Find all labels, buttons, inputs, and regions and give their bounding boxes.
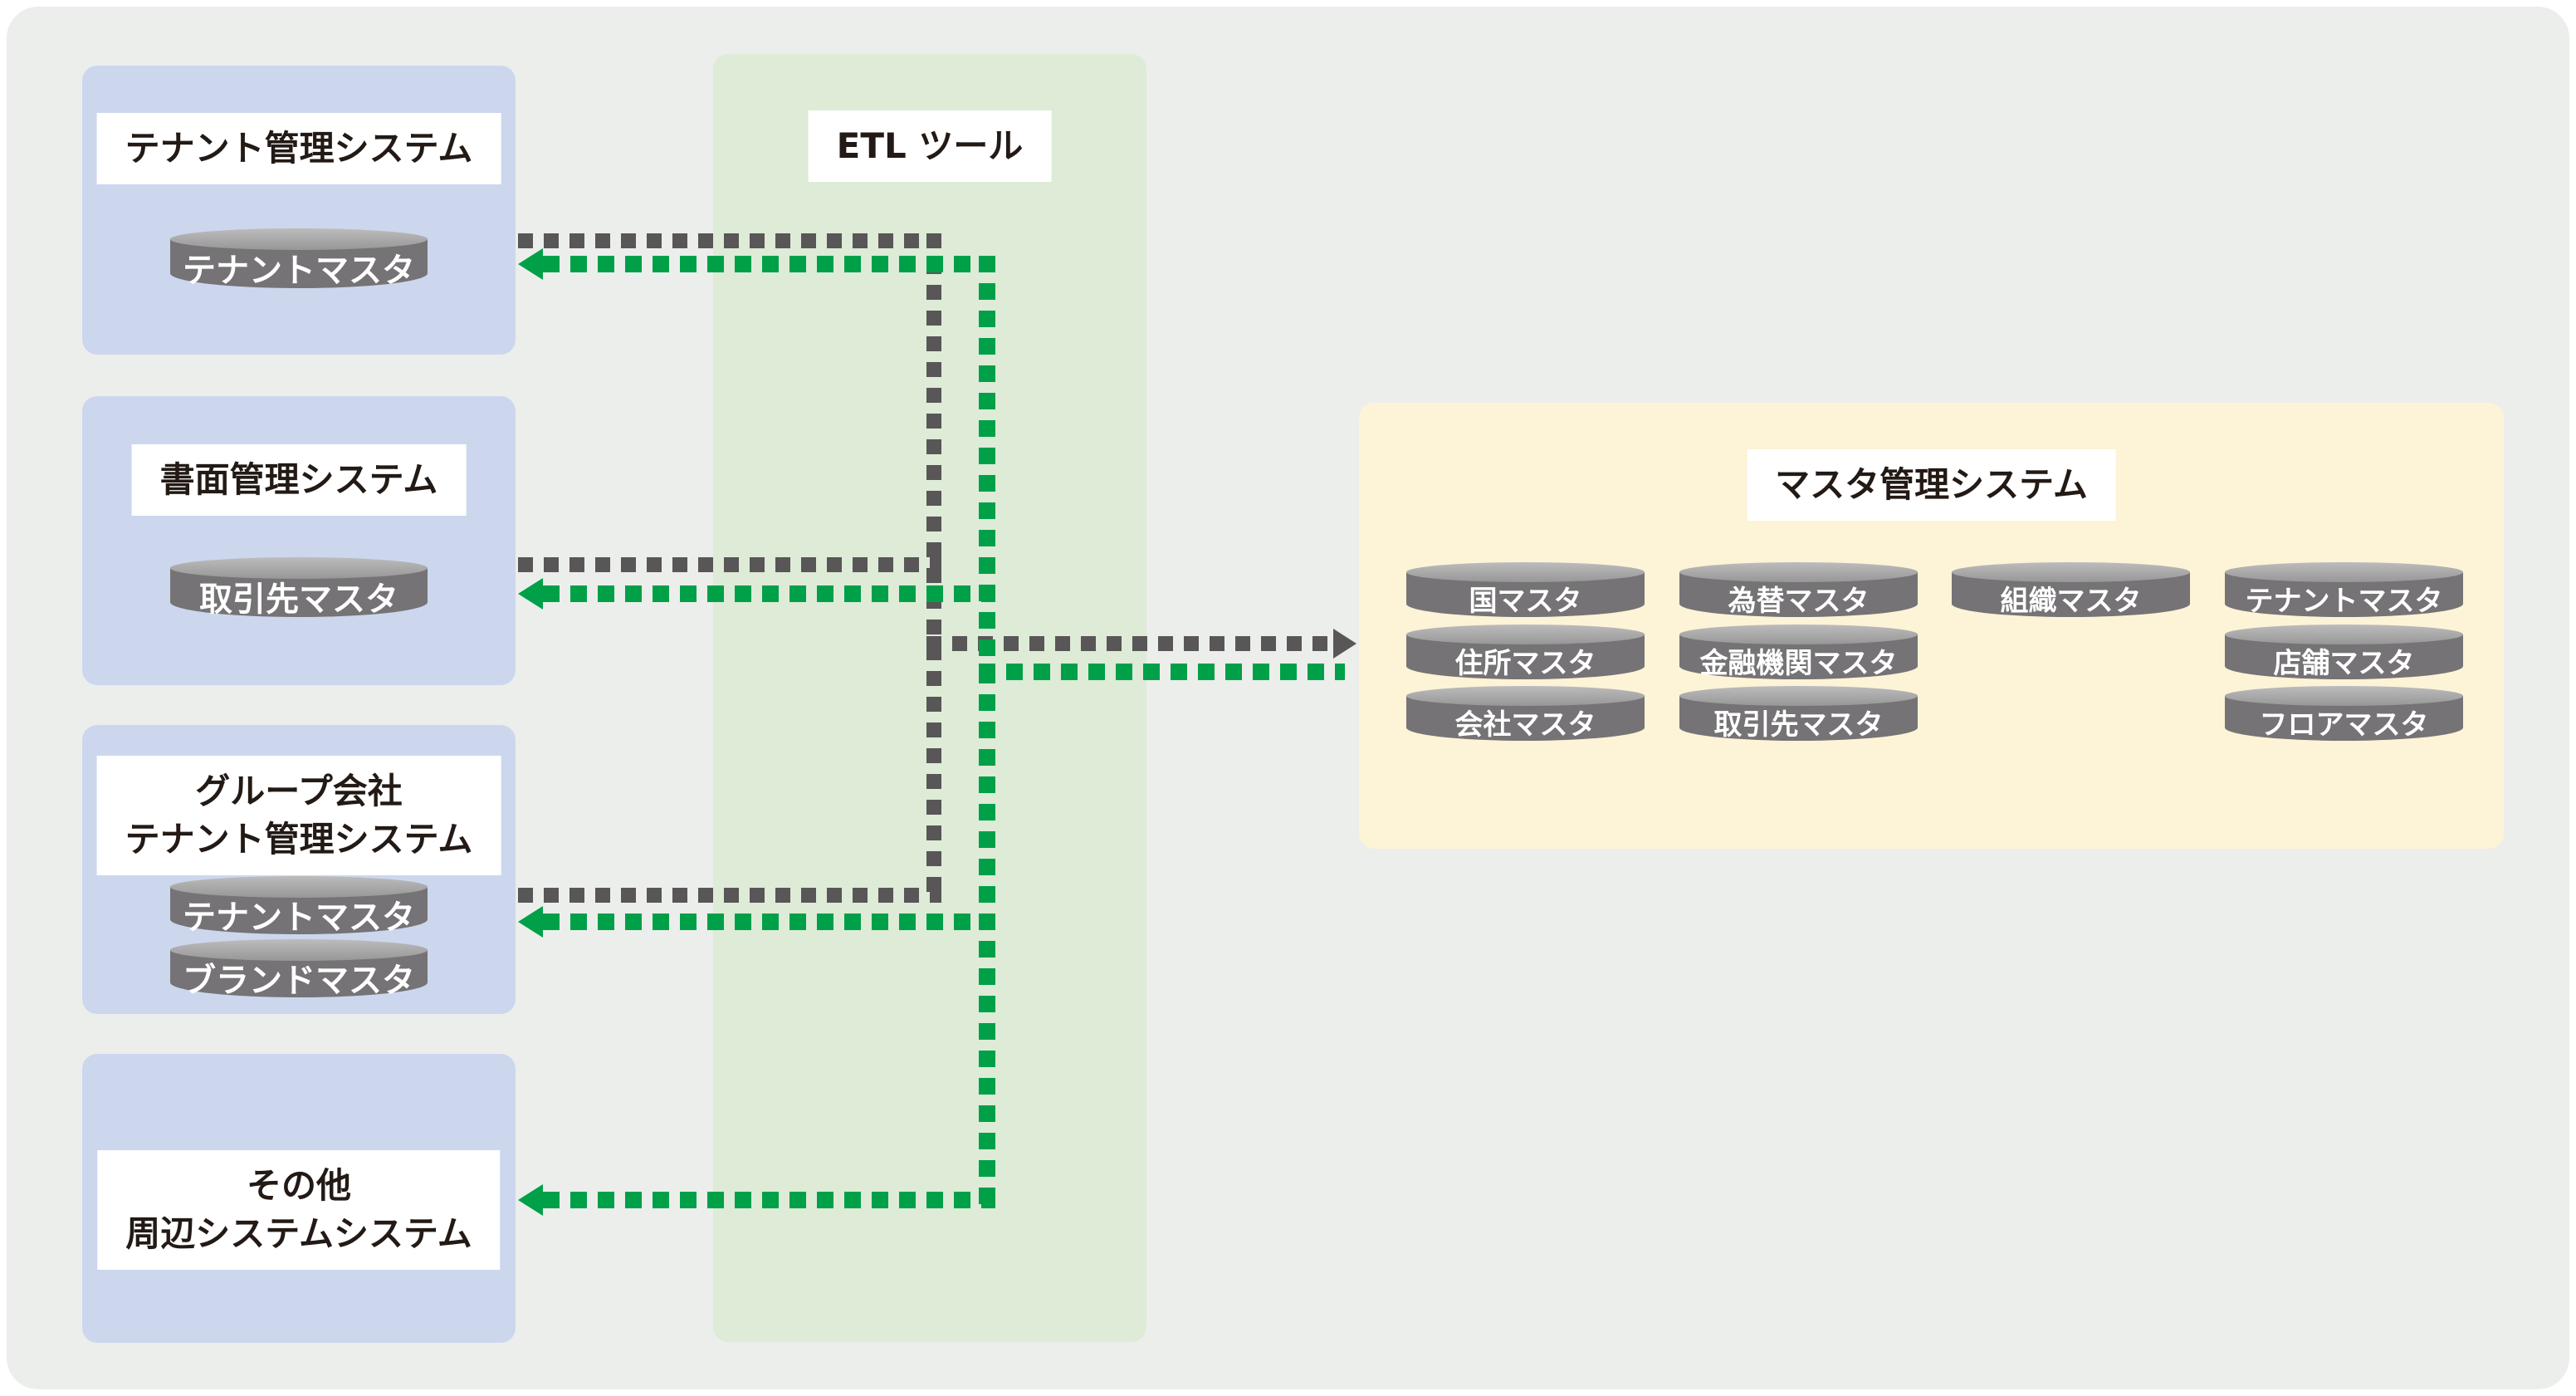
cylinder-label: 取引先マスタ — [1713, 708, 1884, 742]
db-cylinder: 住所マスタ — [1406, 625, 1645, 680]
green-arrowhead-into-group — [518, 906, 543, 938]
cylinder-top — [2225, 625, 2463, 644]
green-flow-line-tenant — [543, 256, 995, 272]
green-flow-line-document — [543, 585, 995, 602]
db-cylinder: テナントマスタ — [170, 876, 428, 937]
cylinder-label: テナントマスタ — [183, 899, 415, 937]
cylinder-top — [1406, 562, 1645, 582]
db-cylinder: 組織マスタ — [1952, 562, 2190, 618]
cylinder-label: 組織マスタ — [2000, 584, 2142, 618]
cylinder-label: ブランドマスタ — [183, 962, 415, 1000]
cylinder-top — [1406, 686, 1645, 706]
db-cylinder: 店舗マスタ — [2225, 625, 2463, 680]
gray-flow-trunk — [926, 233, 941, 903]
title-line: 書面管理システム — [159, 459, 438, 500]
gray-flow-line-tenant — [518, 233, 941, 248]
cylinder-top — [170, 939, 428, 961]
green-flow-line-group — [543, 914, 995, 930]
green-flow-trunk — [979, 256, 995, 1208]
cylinder-top — [1679, 625, 1918, 644]
cylinder-top — [1679, 562, 1918, 582]
db-cylinder: 金融機関マスタ — [1679, 625, 1918, 680]
etl-tool-title: ETL ツール — [808, 110, 1052, 182]
cylinder-label: 取引先マスタ — [199, 580, 398, 619]
source-box-other-systems: その他 周辺システムシステム — [82, 1054, 516, 1343]
source-box-group-tenant-management: グループ会社 テナント管理システム テナントマスタ ブランドマスタ — [82, 725, 516, 1014]
diagram-canvas: テナント管理システム テナントマスタ 書面管理システム 取引先マスタ グループ会… — [7, 7, 2569, 1389]
green-flow-line-other — [543, 1192, 995, 1208]
gray-arrowhead-into-master — [1333, 629, 1356, 659]
source-box-title: その他 周辺システムシステム — [97, 1150, 501, 1270]
db-cylinder: 為替マスタ — [1679, 562, 1918, 618]
green-arrowhead-into-document — [518, 578, 543, 610]
cylinder-label: テナントマスタ — [183, 252, 415, 290]
source-box-title: 書面管理システム — [131, 444, 467, 516]
cylinder-label: テナントマスタ — [2245, 584, 2443, 618]
cylinder-top — [170, 228, 428, 250]
gray-flow-line-document — [518, 557, 941, 572]
title-line: テナント管理システム — [125, 818, 473, 860]
green-arrowhead-into-tenant — [518, 248, 543, 280]
cylinder-top — [1679, 686, 1918, 706]
gray-flow-line-group — [518, 888, 941, 903]
green-arrowhead-into-other — [518, 1184, 543, 1216]
db-cylinder: テナントマスタ — [2225, 562, 2463, 618]
db-cylinder: 国マスタ — [1406, 562, 1645, 618]
db-cylinder: 取引先マスタ — [1679, 686, 1918, 742]
cylinder-top — [170, 557, 428, 579]
cylinder-top — [2225, 686, 2463, 706]
cylinder-label: 金融機関マスタ — [1699, 646, 1898, 680]
cylinder-label: フロアマスタ — [2259, 708, 2429, 742]
cylinder-top — [1952, 562, 2190, 582]
title-line: 周辺システムシステム — [125, 1212, 472, 1254]
cylinder-label: 為替マスタ — [1728, 584, 1870, 618]
source-box-tenant-management: テナント管理システム テナントマスタ — [82, 66, 516, 355]
title-line: テナント管理システム — [125, 128, 473, 169]
source-box-title: テナント管理システム — [96, 113, 501, 184]
title-line: その他 — [246, 1165, 352, 1206]
db-cylinder: 会社マスタ — [1406, 686, 1645, 742]
green-flow-line-from-master — [979, 664, 1345, 680]
db-cylinder: テナントマスタ — [170, 228, 428, 290]
cylinder-label: 住所マスタ — [1454, 646, 1596, 680]
cylinder-label: 国マスタ — [1469, 584, 1582, 618]
gray-flow-line-to-master — [926, 636, 1335, 651]
db-cylinder: ブランドマスタ — [170, 939, 428, 1000]
master-management-title: マスタ管理システム — [1747, 449, 2116, 521]
cylinder-top — [2225, 562, 2463, 582]
master-management-box: マスタ管理システム 国マスタ 住所マスタ 会社マスタ 為替マスタ 金融機 — [1359, 403, 2504, 849]
cylinder-top — [170, 876, 428, 898]
db-cylinder: 取引先マスタ — [170, 557, 428, 619]
cylinder-label: 会社マスタ — [1454, 708, 1596, 742]
cylinder-label: 店舗マスタ — [2273, 646, 2415, 680]
source-box-document-management: 書面管理システム 取引先マスタ — [82, 396, 516, 685]
source-box-title: グループ会社 テナント管理システム — [96, 756, 501, 875]
db-cylinder: フロアマスタ — [2225, 686, 2463, 742]
cylinder-top — [1406, 625, 1645, 644]
title-line: グループ会社 — [195, 771, 403, 811]
